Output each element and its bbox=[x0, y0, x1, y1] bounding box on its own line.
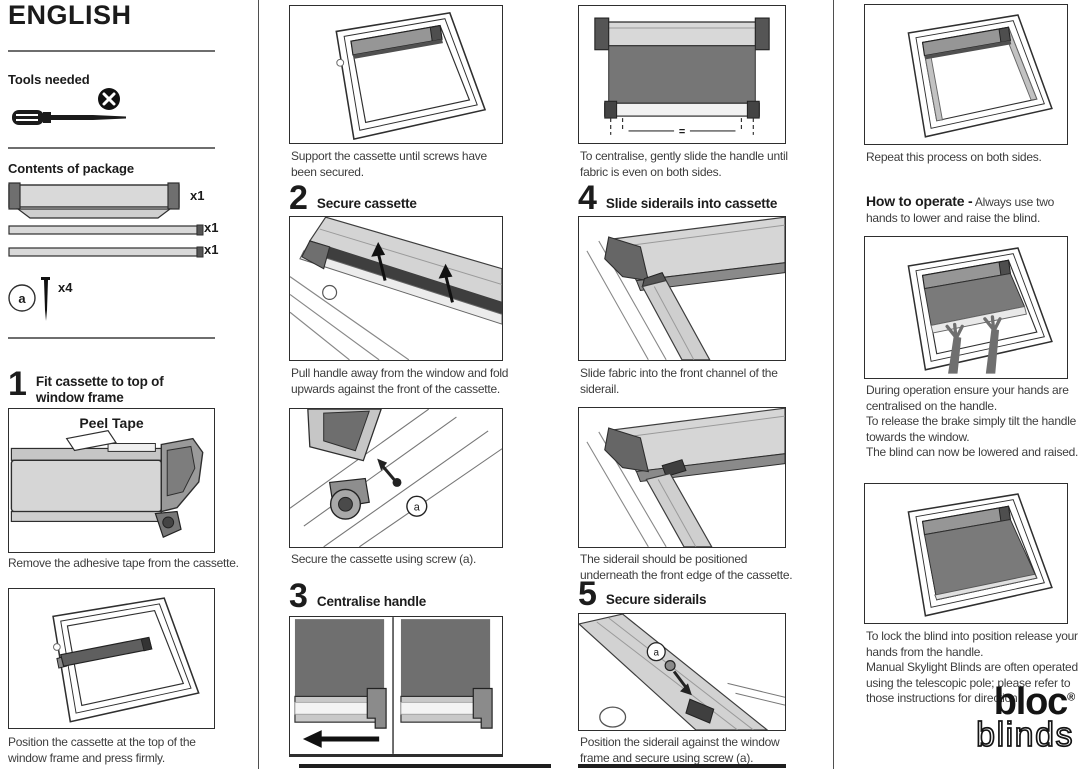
caption-centralise: To centralise, gently slide the handle u… bbox=[580, 149, 788, 179]
screwdriver-icon bbox=[12, 88, 126, 125]
step-4-diagram-siderail-under bbox=[578, 407, 786, 548]
step-1-heading: 1 Fit cassette to top of window frame bbox=[8, 365, 164, 405]
rail1-qty: x1 bbox=[204, 220, 219, 235]
caption-remove-tape: Remove the adhesive tape from the casset… bbox=[8, 556, 239, 570]
blind-operation-illustration bbox=[907, 247, 1053, 374]
step-1-diagram-peel-tape: Peel Tape bbox=[8, 408, 215, 553]
cassette-mounted bbox=[350, 24, 443, 59]
column-divider bbox=[833, 0, 835, 769]
how-to-operate-text: How to operate - Always use two hands to… bbox=[866, 193, 1055, 225]
handle-fold-illustration bbox=[290, 217, 502, 360]
caption-secure-screw: Secure the cassette using screw (a). bbox=[291, 552, 477, 566]
screw-label-a: a bbox=[653, 648, 659, 659]
screw-icon: a bbox=[8, 277, 50, 321]
contents-heading: Contents of package bbox=[8, 161, 134, 176]
step-4-heading: 4 Slide siderails into cassette bbox=[578, 179, 778, 217]
screw-icon bbox=[377, 458, 402, 487]
screw-qty: x4 bbox=[58, 280, 73, 295]
step-2-heading: 2 Secure cassette bbox=[289, 179, 417, 217]
step-1-diagram-support bbox=[289, 5, 503, 144]
page-crop-artifact bbox=[578, 764, 786, 768]
operate-diagram-locked bbox=[864, 483, 1068, 624]
cassette-mounted bbox=[921, 26, 1012, 60]
hand-icon bbox=[983, 315, 1002, 374]
divider-line bbox=[8, 50, 215, 52]
skylight-window-illustration bbox=[335, 11, 487, 141]
step-1-diagram-position bbox=[8, 588, 215, 729]
svg-text:a: a bbox=[18, 291, 26, 306]
skylight-window-illustration bbox=[52, 597, 200, 723]
handle-slide-illustration bbox=[294, 617, 493, 754]
cassette-icon bbox=[8, 182, 180, 219]
operate-diagram-hands bbox=[864, 236, 1068, 379]
caption-pull-handle: Pull handle away from the window and fol… bbox=[291, 366, 509, 396]
divider-line bbox=[8, 147, 215, 149]
screw-icon bbox=[664, 660, 692, 696]
screw-label-a: a bbox=[414, 502, 421, 514]
cassette-floating bbox=[56, 636, 153, 669]
bloc-blinds-logo: bloc® blinds bbox=[914, 681, 1075, 755]
logo-blinds-wordmark: blinds bbox=[975, 716, 1074, 755]
caption-repeat: Repeat this process on both sides. bbox=[866, 150, 1042, 164]
page-crop-artifact bbox=[299, 764, 551, 768]
caption-lock-notes: To lock the blind into position release … bbox=[866, 629, 1078, 706]
step-3-diagram-centralise bbox=[289, 616, 503, 757]
hand-icon bbox=[945, 322, 964, 374]
screw-cassette-illustration: a bbox=[290, 409, 502, 547]
step-5-diagram-repeat bbox=[864, 4, 1068, 145]
step-3-diagram-even-fabric: = bbox=[578, 5, 786, 144]
caption-secure-siderail: Position the siderail against the window… bbox=[580, 735, 780, 765]
no-drill-icon bbox=[98, 88, 120, 110]
siderail-under-cassette-illustration bbox=[586, 408, 785, 547]
logo-bloc-wordmark: bloc® bbox=[993, 681, 1075, 723]
step-5-diagram-secure-siderail: a bbox=[578, 613, 786, 731]
step-3-heading: 3 Centralise handle bbox=[289, 577, 427, 615]
cassette-mounted bbox=[921, 505, 1012, 536]
column-divider bbox=[258, 0, 260, 769]
caption-operation-notes: During operation ensure your hands are c… bbox=[866, 383, 1079, 460]
caption-slide-fabric: Slide fabric into the front channel of t… bbox=[580, 366, 778, 396]
up-arrow-icon bbox=[371, 241, 387, 281]
step-2-diagram-pull-handle bbox=[289, 216, 503, 361]
page-title: ENGLISH bbox=[8, 0, 132, 30]
left-arrow-icon bbox=[302, 730, 380, 748]
caption-position-cassette: Position the cassette at the top of the … bbox=[8, 735, 196, 765]
peel-tape-label: Peel Tape bbox=[79, 415, 144, 431]
blind-closed-illustration bbox=[907, 493, 1053, 617]
step-5-heading: 5 Secure siderails bbox=[578, 575, 707, 613]
cassette-qty: x1 bbox=[190, 188, 205, 203]
siderail-channel-illustration bbox=[586, 217, 785, 360]
siderail-icon bbox=[8, 224, 204, 236]
caption-support: Support the cassette until screws have b… bbox=[291, 149, 487, 179]
siderail-screw-illustration: a bbox=[579, 614, 785, 730]
blind-front-view-illustration: = bbox=[594, 17, 770, 138]
how-to-operate-heading: How to operate - bbox=[866, 193, 973, 209]
up-arrow-icon bbox=[438, 263, 454, 303]
caption-siderail-position: The siderail should be positioned undern… bbox=[580, 552, 793, 582]
skylight-window-illustration bbox=[907, 14, 1053, 138]
rail2-qty: x1 bbox=[204, 242, 219, 257]
step-4-diagram-slide-fabric bbox=[578, 216, 786, 361]
divider-line bbox=[8, 337, 215, 339]
siderail-icon bbox=[8, 246, 204, 258]
tools-needed-heading: Tools needed bbox=[8, 72, 90, 87]
cassette-tape-illustration bbox=[10, 430, 204, 539]
equal-sign: = bbox=[679, 126, 685, 138]
registered-mark: ® bbox=[1067, 691, 1075, 704]
step-2-diagram-secure-screw: a bbox=[289, 408, 503, 548]
